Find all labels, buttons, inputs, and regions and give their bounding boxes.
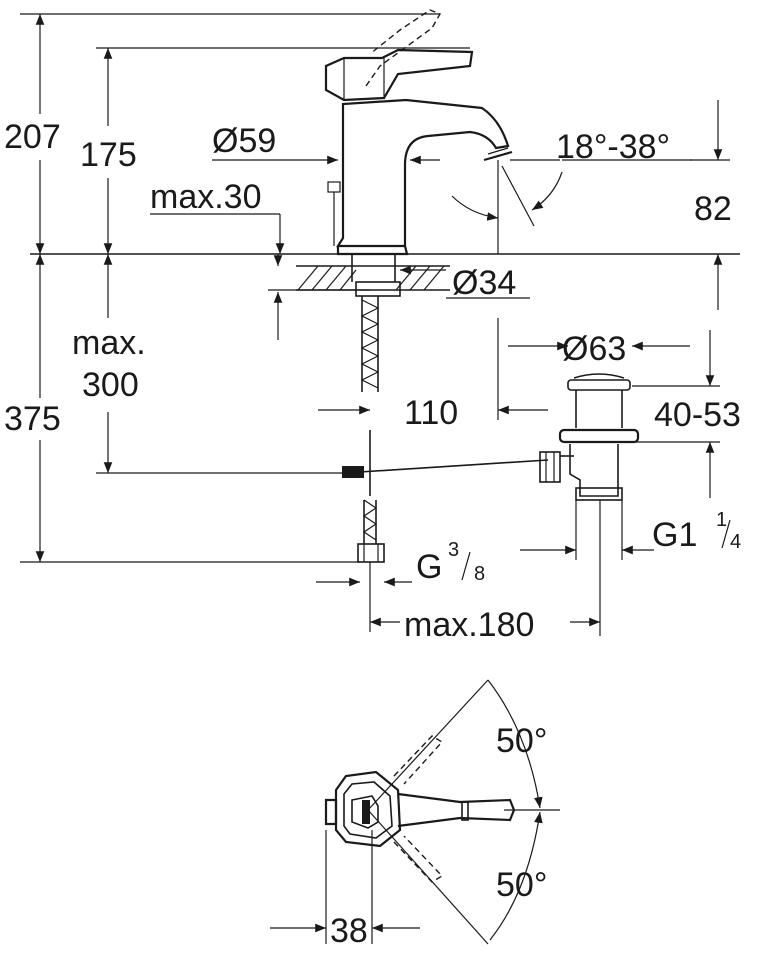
svg-text:G1: G1 <box>652 516 697 554</box>
dim-207: 207 <box>4 118 61 156</box>
drain-linkage <box>342 451 561 483</box>
dim-40-53: 40-53 <box>654 396 741 434</box>
dim-dia59: Ø59 <box>212 122 276 160</box>
svg-text:4: 4 <box>730 531 741 553</box>
dim-max180: max.180 <box>404 606 534 644</box>
dim-dia34: Ø34 <box>452 264 516 302</box>
svg-text:1: 1 <box>716 509 727 531</box>
right-dimensions <box>451 100 730 310</box>
plan-handle-cap <box>362 800 370 824</box>
dim-300: 300 <box>82 366 139 404</box>
plan-view: 50° 50° 38 <box>270 679 560 950</box>
left-dimensions <box>20 13 470 563</box>
dim-175: 175 <box>80 136 137 174</box>
dim-g1-1-4: G1 1 4 <box>652 509 741 554</box>
dim-375: 375 <box>4 400 61 438</box>
dim-max30: max.30 <box>150 178 262 216</box>
dim-110: 110 <box>404 394 458 432</box>
faucet-body <box>324 9 513 256</box>
svg-text:8: 8 <box>474 563 485 585</box>
svg-text:3: 3 <box>448 539 459 561</box>
upper-left-leaders <box>150 155 530 340</box>
dim-max-label: max. <box>72 324 146 362</box>
dim-g3-8: G 3 8 <box>416 539 485 586</box>
waste-valve <box>558 373 640 501</box>
dim-50-bottom: 50° <box>496 866 547 904</box>
drain-dimensions <box>316 318 720 636</box>
dim-82: 82 <box>694 190 732 228</box>
svg-text:G: G <box>416 548 442 586</box>
dim-dia63: Ø63 <box>562 330 626 368</box>
dim-50-top: 50° <box>496 722 547 760</box>
mounting-shank <box>351 254 401 392</box>
supply-hose <box>357 430 385 563</box>
front-elevation: 207 175 Ø59 max.30 18°-38° 82 Ø34 max. 3… <box>4 9 741 644</box>
dim-angle: 18°-38° <box>556 128 670 166</box>
dim-38: 38 <box>330 912 368 950</box>
